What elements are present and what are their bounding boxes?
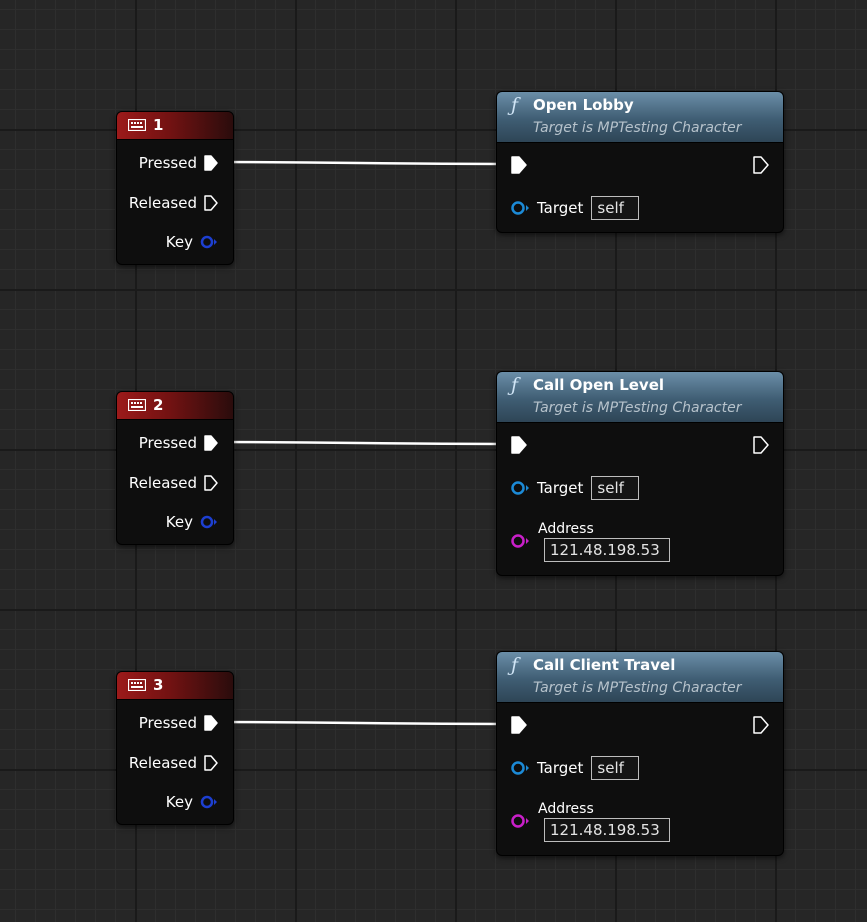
function-node-title: Open Lobby [533,96,634,114]
key-label: Key [165,793,193,811]
address-value-field[interactable]: 121.48.198.53 [544,538,670,562]
exec-pin-icon[interactable] [753,436,769,454]
exec-wire-1[interactable] [217,160,506,166]
key-pin-row: Key [166,513,218,531]
pressed-pin-row: Pressed [139,434,218,452]
function-node-header[interactable]: ƒ Call Open Level Target is MPTesting Ch… [497,372,783,423]
target-value-field[interactable]: self [591,196,640,220]
function-icon: ƒ [511,94,519,116]
target-value-field[interactable]: self [591,756,640,780]
target-label: Target [537,759,584,777]
key-node-header[interactable]: 2 [117,392,233,420]
key-event-node-1[interactable]: 1 Pressed Released Key [116,111,234,265]
function-node-header[interactable]: ƒ Call Client Travel Target is MPTesting… [497,652,783,703]
pressed-label: Pressed [138,714,197,732]
key-label: Key [165,513,193,531]
exec-pin-icon[interactable] [753,156,769,174]
keyboard-icon [128,399,146,411]
keyboard-icon [128,119,146,131]
key-node-title: 3 [153,676,164,694]
exec-pin-icon[interactable] [511,716,527,734]
target-label: Target [537,479,584,497]
address-label: Address [538,801,594,817]
exec-pin-icon[interactable] [511,156,527,174]
exec-pin-icon[interactable] [204,195,218,211]
function-node-call-open-level[interactable]: ƒ Call Open Level Target is MPTesting Ch… [496,371,784,576]
key-pin-row: Key [166,793,218,811]
address-label: Address [538,521,594,537]
pressed-pin-row: Pressed [139,714,218,732]
pressed-label: Pressed [138,154,197,172]
exec-wire-2[interactable] [217,440,506,446]
key-pin-row: Key [166,233,218,251]
key-label: Key [165,233,193,251]
data-pin-icon[interactable] [200,795,218,809]
data-pin-icon[interactable] [511,201,531,215]
released-label: Released [128,754,197,772]
function-node-subtitle: Target is MPTesting Character [533,680,742,696]
function-node-subtitle: Target is MPTesting Character [533,400,742,416]
function-icon: ƒ [511,654,519,676]
pressed-pin-row: Pressed [139,154,218,172]
data-pin-icon[interactable] [511,534,531,548]
key-node-title: 2 [153,396,164,414]
exec-pin-icon[interactable] [204,715,218,731]
key-node-header[interactable]: 1 [117,112,233,140]
exec-wire-3[interactable] [217,720,506,726]
released-label: Released [128,194,197,212]
address-value-field[interactable]: 121.48.198.53 [544,818,670,842]
key-event-node-2[interactable]: 2 Pressed Released Key [116,391,234,545]
released-label: Released [128,474,197,492]
exec-pin-icon[interactable] [753,716,769,734]
exec-pin-icon[interactable] [204,475,218,491]
function-node-open-lobby[interactable]: ƒ Open Lobby Target is MPTesting Charact… [496,91,784,233]
function-node-subtitle: Target is MPTesting Character [533,120,742,136]
exec-pin-icon[interactable] [511,436,527,454]
data-pin-icon[interactable] [511,814,531,828]
function-node-header[interactable]: ƒ Open Lobby Target is MPTesting Charact… [497,92,783,143]
pressed-label: Pressed [138,434,197,452]
exec-pin-icon[interactable] [204,155,218,171]
key-node-title: 1 [153,116,164,134]
keyboard-icon [128,679,146,691]
target-pin-row: Target self [511,476,640,500]
target-pin-row: Target self [511,196,640,220]
function-node-title: Call Open Level [533,376,665,394]
released-pin-row: Released [129,194,218,212]
data-pin-icon[interactable] [511,761,531,775]
function-node-title: Call Client Travel [533,656,676,674]
exec-pin-icon[interactable] [204,755,218,771]
function-icon: ƒ [511,374,519,396]
data-pin-icon[interactable] [200,515,218,529]
released-pin-row: Released [129,754,218,772]
target-value-field[interactable]: self [591,476,640,500]
data-pin-icon[interactable] [511,481,531,495]
data-pin-icon[interactable] [200,235,218,249]
exec-pin-icon[interactable] [204,435,218,451]
target-label: Target [537,199,584,217]
key-event-node-3[interactable]: 3 Pressed Released Key [116,671,234,825]
released-pin-row: Released [129,474,218,492]
function-node-call-client-travel[interactable]: ƒ Call Client Travel Target is MPTesting… [496,651,784,856]
target-pin-row: Target self [511,756,640,780]
key-node-header[interactable]: 3 [117,672,233,700]
